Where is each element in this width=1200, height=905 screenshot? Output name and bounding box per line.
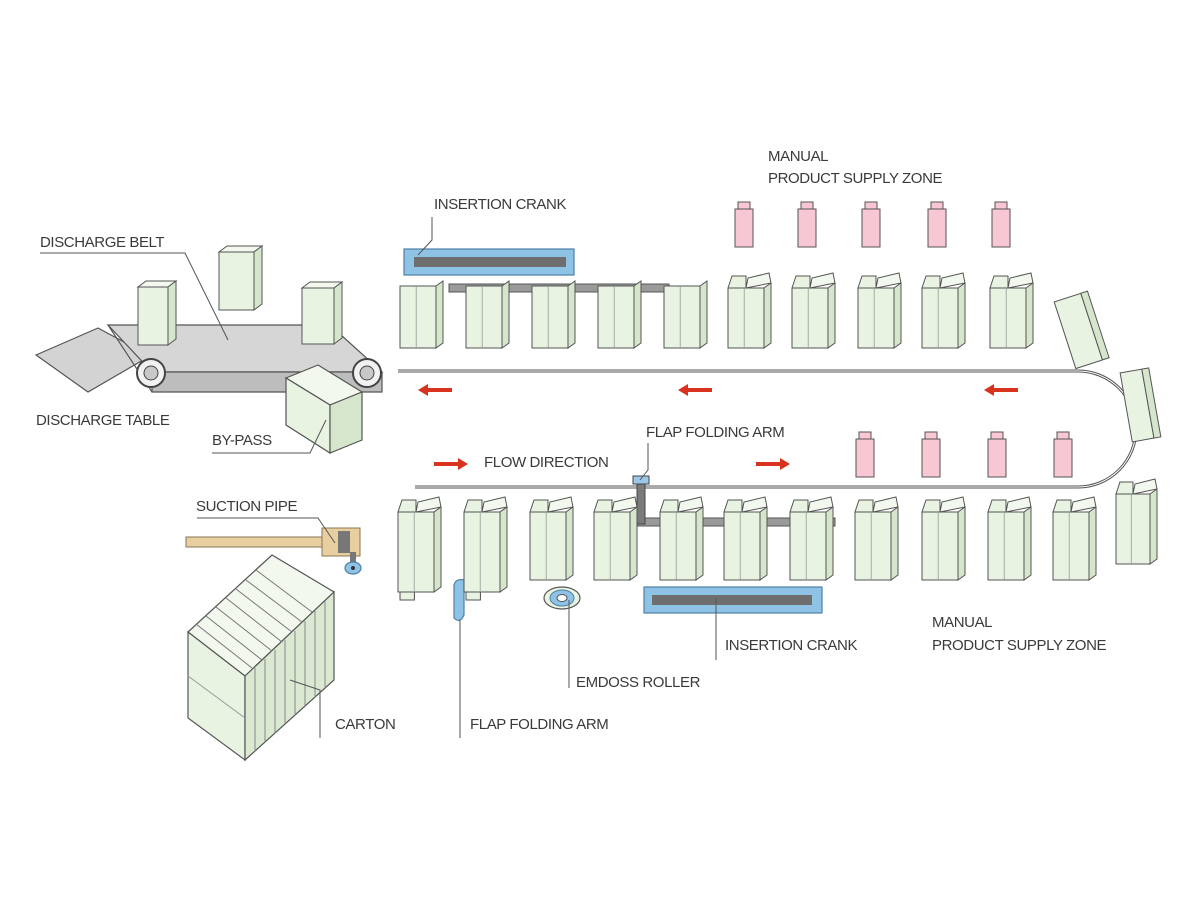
flap-folding-arm-bottom [453, 578, 465, 621]
product-top-2 [797, 201, 817, 248]
product-top-3 [861, 201, 881, 248]
label-insertion-crank-bottom: INSERTION CRANK [725, 637, 858, 654]
leader-lines [40, 217, 717, 738]
carton-bottom-row-10 [987, 496, 1032, 581]
carton-top-flaps-1 [727, 272, 772, 349]
label-by-pass: BY-PASS [212, 432, 272, 449]
product-bottom-1 [855, 431, 875, 478]
label-manual-supply-bottom-2: PRODUCT SUPPLY ZONE [932, 637, 1107, 654]
product-bottom-3 [987, 431, 1007, 478]
flow-arrows-group [418, 384, 1018, 470]
label-manual-supply-bottom-1: MANUAL [932, 614, 993, 631]
carton-curve-2 [1119, 367, 1162, 443]
carton-bottom-row-9 [921, 496, 966, 581]
carton-top-row-1 [399, 280, 444, 349]
carton-top-flaps-2 [791, 272, 836, 349]
flow-arrow-left-3 [984, 384, 1018, 396]
label-suction-pipe: SUCTION PIPE [196, 498, 298, 515]
box-on-belt-2 [217, 245, 264, 311]
label-carton: CARTON [335, 716, 396, 733]
carton-bottom-row-5 [659, 496, 704, 581]
label-discharge-table: DISCHARGE TABLE [36, 412, 170, 429]
label-emboss-roller: EMDOSS ROLLER [576, 674, 700, 691]
carton-top-row-4 [597, 280, 642, 349]
flow-arrow-left-2 [678, 384, 712, 396]
carton-top-row-3 [531, 280, 576, 349]
carton-curve-3 [1115, 478, 1158, 565]
box-on-belt-3 [300, 281, 344, 345]
product-top-5 [991, 201, 1011, 248]
carton-bottom-row-7 [789, 496, 834, 581]
static-artwork [34, 217, 1138, 762]
label-insertion-crank-top: INSERTION CRANK [434, 196, 567, 213]
flow-arrow-right-1 [434, 458, 468, 470]
carton-bottom-long-2 [463, 506, 508, 601]
carton-top-row-2 [465, 280, 510, 349]
carton-curve-1 [1053, 290, 1110, 370]
carton-bottom-row-6 [723, 496, 768, 581]
carton-top-flaps-4 [921, 272, 966, 349]
flow-arrow-left-1 [418, 384, 452, 396]
products-group [734, 201, 1073, 478]
label-discharge-belt: DISCHARGE BELT [40, 234, 165, 251]
box-on-belt-1 [136, 280, 178, 346]
flap-folding-arm-center [632, 475, 650, 525]
label-flap-folding-arm-top: FLAP FOLDING ARM [646, 424, 785, 441]
label-flow-direction: FLOW DIRECTION [484, 454, 609, 471]
product-top-1 [734, 201, 754, 248]
carton-stack [187, 554, 335, 762]
carton-bottom-row-11 [1052, 496, 1097, 581]
suction-pipe [185, 527, 362, 575]
label-flap-folding-arm-bottom: FLAP FOLDING ARM [470, 716, 609, 733]
product-bottom-4 [1053, 431, 1073, 478]
flow-arrow-right-2 [756, 458, 790, 470]
carton-bottom-long-1 [397, 506, 442, 601]
product-top-4 [927, 201, 947, 248]
carton-top-flaps-3 [857, 272, 902, 349]
carton-top-flaps-5 [989, 272, 1034, 349]
label-manual-supply-top-2: PRODUCT SUPPLY ZONE [768, 170, 943, 187]
carton-top-row-5 [663, 280, 708, 349]
carton-bottom-row-8 [854, 496, 899, 581]
cartons-group [397, 272, 1162, 601]
label-manual-supply-top-1: MANUAL [768, 148, 829, 165]
carton-bottom-row-4 [593, 496, 638, 581]
carton-bottom-row-3 [529, 496, 574, 581]
product-bottom-2 [921, 431, 941, 478]
emboss-roller [543, 586, 581, 610]
